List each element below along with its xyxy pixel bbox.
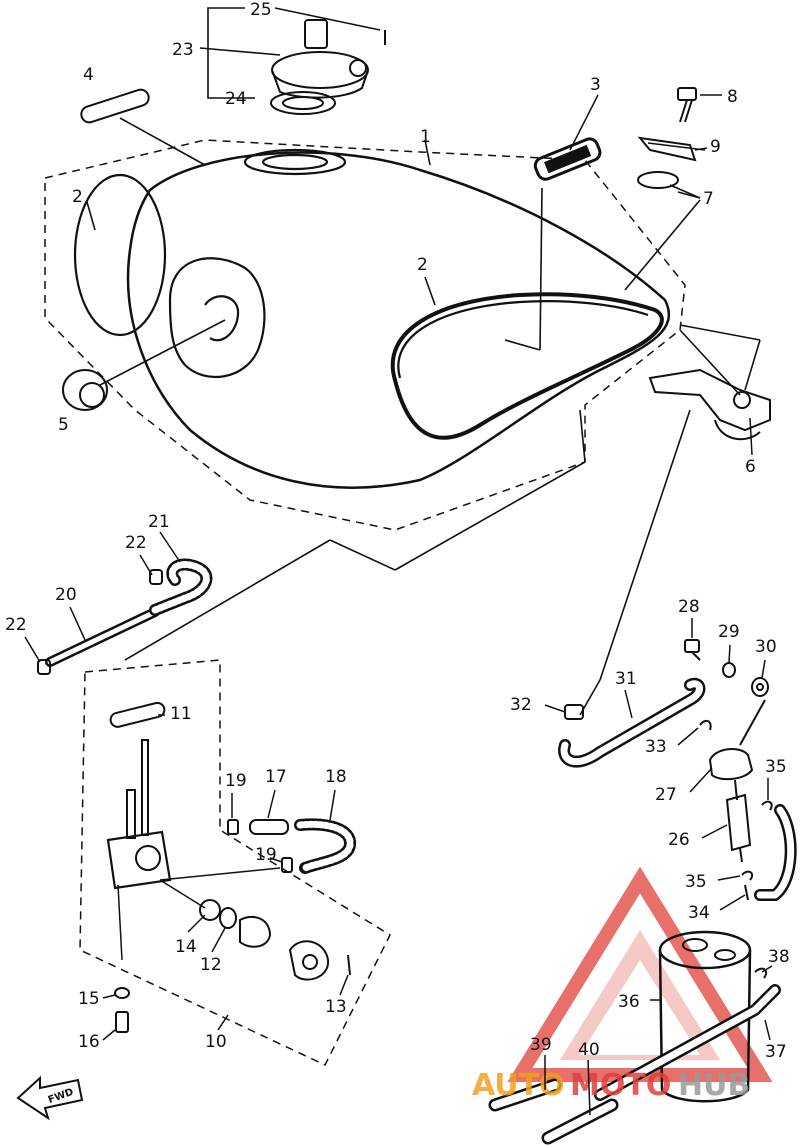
cap-nut-5 xyxy=(62,369,108,411)
label-19-bottom: 19 xyxy=(255,845,277,865)
label-16: 16 xyxy=(78,1032,100,1052)
label-28: 28 xyxy=(678,597,700,617)
callout-labels: 25 23 24 4 3 8 9 7 1 2 2 5 6 21 22 20 22… xyxy=(5,0,790,1062)
label-27: 27 xyxy=(655,785,677,805)
fuel-cock-group xyxy=(79,659,391,1066)
label-4: 4 xyxy=(83,65,94,85)
label-36: 36 xyxy=(618,992,640,1012)
label-38: 38 xyxy=(768,947,790,967)
watermark-text: AUTO MOTO HUB xyxy=(472,1068,750,1103)
rear-bracket-6 xyxy=(648,368,771,441)
label-33: 33 xyxy=(645,737,667,757)
label-11: 11 xyxy=(170,704,192,724)
label-18: 18 xyxy=(325,767,347,787)
bolt-8 xyxy=(677,87,697,123)
label-23: 23 xyxy=(172,40,194,60)
label-22-top: 22 xyxy=(125,533,147,553)
label-25: 25 xyxy=(250,0,272,20)
label-8: 8 xyxy=(727,87,738,107)
label-34: 34 xyxy=(688,903,710,923)
label-3: 3 xyxy=(590,75,601,95)
leader-lines xyxy=(86,117,761,716)
label-35-bottom: 35 xyxy=(685,872,707,892)
watermark-logo xyxy=(507,866,773,1082)
label-19-top: 19 xyxy=(225,771,247,791)
strip-part xyxy=(80,88,150,124)
evap-system xyxy=(488,639,797,1145)
label-31: 31 xyxy=(615,669,637,689)
bracket-9 xyxy=(637,136,697,162)
fuel-cap xyxy=(270,19,386,115)
label-2-left: 2 xyxy=(72,187,83,207)
label-26: 26 xyxy=(668,830,690,850)
label-39: 39 xyxy=(530,1035,552,1055)
label-12: 12 xyxy=(200,955,222,975)
label-21: 21 xyxy=(148,512,170,532)
watermark-moto: MOTO xyxy=(570,1068,671,1103)
label-14: 14 xyxy=(175,937,197,957)
label-24: 24 xyxy=(225,89,247,109)
emblem xyxy=(533,137,602,181)
label-leaders xyxy=(24,94,773,1116)
label-13: 13 xyxy=(325,997,347,1017)
fuel-line xyxy=(37,558,213,675)
watermark-auto: AUTO xyxy=(472,1068,565,1103)
label-2-right: 2 xyxy=(417,255,428,275)
washer-7 xyxy=(637,171,679,189)
label-37: 37 xyxy=(765,1042,787,1062)
label-32: 32 xyxy=(510,695,532,715)
label-5: 5 xyxy=(58,415,69,435)
label-10: 10 xyxy=(205,1032,227,1052)
label-30: 30 xyxy=(755,637,777,657)
label-22-left: 22 xyxy=(5,615,27,635)
watermark-hub: HUB xyxy=(678,1068,750,1103)
fuel-tank xyxy=(44,139,686,531)
label-17: 17 xyxy=(265,767,287,787)
label-40: 40 xyxy=(578,1040,600,1060)
fuel-hoses xyxy=(227,818,357,874)
label-35-top: 35 xyxy=(765,757,787,777)
cap-brackets xyxy=(199,7,381,99)
label-6: 6 xyxy=(745,457,756,477)
label-20: 20 xyxy=(55,585,77,605)
label-1: 1 xyxy=(420,127,431,147)
label-9: 9 xyxy=(710,137,721,157)
label-29: 29 xyxy=(718,622,740,642)
fwd-arrow: FWD xyxy=(16,1075,84,1121)
label-7: 7 xyxy=(703,189,714,209)
label-15: 15 xyxy=(78,989,100,1009)
